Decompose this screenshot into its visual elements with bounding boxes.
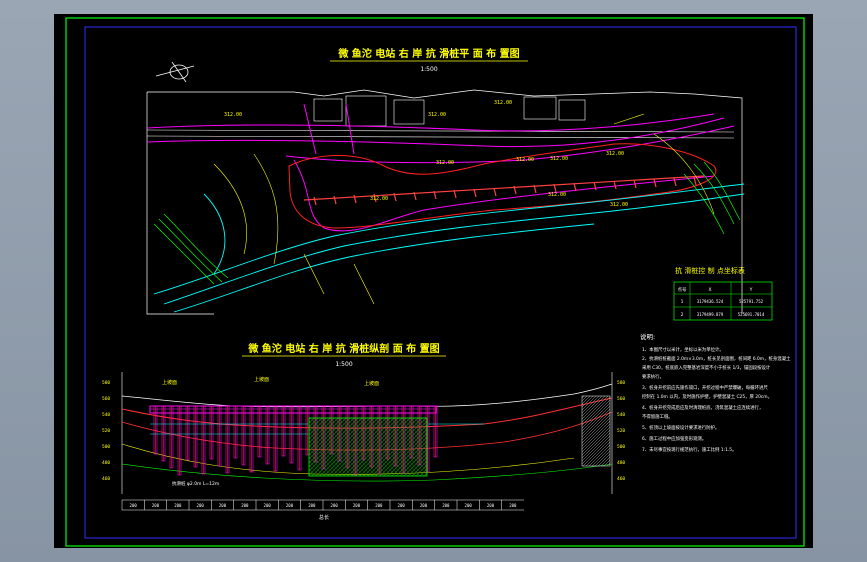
plan-title: 微 鱼沱 电站 右 岸 抗 滑桩平 面 布 置图 [337,47,519,60]
cad-drawing: 312.00 312.00 312.00 312.00 312.00 312.0… [65,17,805,547]
distance-label: 200 [264,503,272,508]
note-line: 采用 C30，桩底嵌入完整基岩深度不小于桩长 1/3，锚固段按设计 [642,364,771,371]
note-line: 5、桩顶以上坡面按设计要求进行防护。 [642,424,719,431]
table-cell: 2 [681,312,684,318]
plan-label: 312.00 [370,196,388,202]
distance-label: 200 [442,503,450,508]
profile-scale: 1:500 [335,361,352,368]
plan-label: 312.00 [606,151,624,157]
distance-label: 200 [509,503,517,508]
axis-left-tick: 540 [102,412,110,418]
distance-label: 200 [398,503,406,508]
profile-label: 上坡面 [162,379,177,386]
total-length: 总长 [319,514,329,521]
distance-label: 200 [130,503,138,508]
distance-label: 200 [465,503,473,508]
notes-heading: 说明: [640,332,655,341]
table-header: X [708,287,711,293]
plan-label: 312.00 [550,156,568,162]
axis-left-tick: 460 [102,476,110,482]
profile-label: 上坡面 [364,380,379,387]
note-line: 控制在 1.0m 以内，及时施作护壁，护壁混凝土 C25，厚 20cm。 [642,393,772,400]
axis-right-tick: 580 [617,380,625,386]
note-line: 3、桩身开挖前应先施作锁口，开挖过程中严禁爆破，每循环进尺 [642,384,768,391]
axis-left-tick: 480 [102,460,110,466]
plan-label: 312.00 [516,157,534,163]
table-header: Y [749,287,753,293]
table-header: 点号 [678,287,687,293]
plan-elevation-labels: 312.00 312.00 312.00 312.00 312.00 312.0… [224,100,628,208]
rock-hatch [581,395,611,467]
table-cell: 525791.752 [739,299,764,304]
distance-label: 200 [241,503,249,508]
distance-label: 200 [197,503,205,508]
bottom-distances: 200 200 200 200 200 200 200 200 200 200 200 200 200 2… [121,500,517,510]
cad-drawing-viewport[interactable]: 312.00 312.00 312.00 312.00 312.00 312.0… [54,14,813,548]
note-line: 4、桩身开挖完成后应及时清理桩底，浇筑混凝土应连续进行， [642,404,763,411]
outer-border [65,17,805,547]
table-title: 抗 滑桩控 制 点坐标表 [675,266,745,275]
profile-view: 微 鱼沱 电站 右 岸 抗 滑桩纵剖 面 布 置图 1:500 580 560 … [102,342,625,521]
distance-label: 200 [353,503,361,508]
table-cell: 525691.7014 [738,312,765,317]
plan-label: 312.00 [610,202,628,208]
axis-left-tick: 580 [102,380,110,386]
hatched-block [308,417,428,477]
note-line: 6、施工过程中应加强变形观测。 [642,435,706,442]
distance-label: 200 [219,503,227,508]
design-notes: 说明: 1、本图尺寸以米计，坐标以米为单位计。 2、抗滑桩桩截面 2.0m×3.… [640,332,791,453]
plan-scale: 1:500 [420,66,437,73]
axis-left-tick: 500 [102,444,110,450]
plan-view: 312.00 312.00 312.00 312.00 312.00 312.0… [146,47,745,315]
note-line: 1、本图尺寸以米计，坐标以米为单位计。 [642,346,724,353]
note-line: 不得留施工缝。 [642,413,673,420]
plan-label: 312.00 [436,160,454,166]
axis-left-tick: 520 [102,428,110,434]
axis-right-tick: 540 [617,412,625,418]
table-cell: 1 [681,299,684,305]
distance-label: 200 [286,503,294,508]
axis-right-tick: 460 [617,476,625,482]
distance-label: 200 [487,503,495,508]
axis-right-tick: 500 [617,444,625,450]
profile-label: 上坡面 [254,376,269,383]
axis-right-tick: 480 [617,460,625,466]
profile-title: 微 鱼沱 电站 右 岸 抗 滑桩纵剖 面 布 置图 [247,342,439,355]
plan-label: 312.00 [224,112,242,118]
pile-row [303,175,705,206]
inner-border [84,26,797,539]
note-line: 2、抗滑桩桩截面 2.0m×3.0m，桩长见剖面图，桩间距 6.0m，桩身混凝土 [642,355,791,362]
distance-label: 200 [174,503,182,508]
plan-label: 312.00 [494,100,512,106]
distance-label: 200 [308,503,316,508]
distance-label: 200 [152,503,160,508]
north-arrow-icon [155,61,195,83]
note-line: 7、未尽事宜按现行规范执行，施工比例 1:1.5。 [642,446,736,453]
note-line: 要求执行。 [642,373,664,380]
distance-label: 200 [420,503,428,508]
axis-left-tick: 560 [102,396,110,402]
plan-label: 312.00 [548,192,566,198]
table-cell: 3179499.879 [697,312,724,317]
table-cell: 3179436.524 [697,299,724,304]
axis-right-tick: 520 [617,428,625,434]
control-point-table: 抗 滑桩控 制 点坐标表 点号 X Y 1 3179436.524 525791… [673,266,773,321]
distance-label: 200 [331,503,339,508]
axis-right-tick: 560 [617,396,625,402]
distance-label: 200 [375,503,383,508]
profile-annotation: 抗滑桩 φ2.0m L=12m [172,480,219,487]
plan-label: 312.00 [428,112,446,118]
